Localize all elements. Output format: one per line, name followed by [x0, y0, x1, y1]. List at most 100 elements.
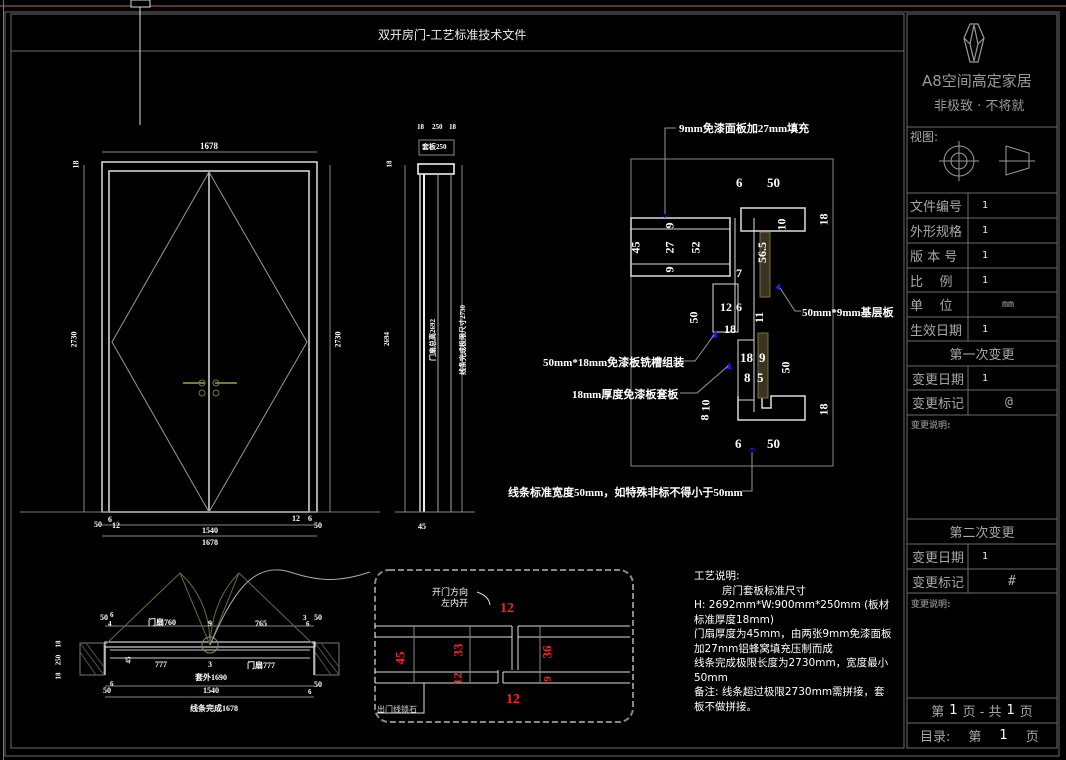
dim-plan-tl-4: 4 — [108, 620, 112, 628]
callout-groove-assembly: 50mm*18mm免漆板铣槽组装 — [543, 357, 685, 369]
dim-plan-tl-6: 6 — [110, 611, 114, 619]
change2-mark-label: 变更标记 — [912, 575, 965, 591]
change1-note-label: 变更说明: — [911, 421, 951, 431]
dim-profile-50-top: 50 — [767, 175, 780, 190]
dim-plan-tr-50: 50 — [314, 613, 322, 622]
dim-profile-lower-50: 50 — [778, 361, 793, 374]
change2-date-value[interactable]: 1 — [982, 551, 989, 562]
dim-profile-lower-8b: 8 — [697, 414, 712, 421]
dim-front-bottom-left-6: 6 — [108, 515, 112, 524]
toc-page: 1 — [999, 728, 1008, 743]
dim-plan-br-50: 50 — [314, 680, 322, 689]
dim-profile-lower-8: 8 — [744, 370, 751, 385]
callout-face-panel: 9mm免漆面板加27mm填充 — [679, 123, 810, 135]
dim-side-left-small: 18 — [385, 160, 394, 168]
front-elevation — [20, 151, 380, 537]
plan-section — [79, 625, 340, 698]
dim-front-width-top: 1678 — [200, 141, 218, 151]
change2-header: 第二次变更 — [949, 526, 1015, 541]
side-line-limit-label: 线条完成极限尺寸2730 — [459, 305, 467, 375]
field-label-scale: 比 例 — [910, 274, 953, 290]
field-value-file-no[interactable]: 1 — [982, 200, 989, 211]
field-value-unit[interactable]: mm — [1002, 299, 1015, 310]
red-dim-36: 36 — [539, 645, 555, 659]
title-block-frame — [906, 13, 1058, 749]
dim-profile-50-left: 50 — [686, 311, 701, 324]
red-dim-45: 45 — [392, 651, 408, 665]
drawing-frame — [10, 13, 905, 749]
callout-base-board: 50mm*9mm基层板 — [802, 307, 894, 319]
dim-plan-leaf-right-top: 765 — [255, 619, 267, 628]
brand-name: A8空间高定家居 — [922, 72, 1032, 90]
dim-profile-11: 11 — [752, 311, 767, 324]
toc-row: 目录: 第 1 页 — [920, 723, 1039, 748]
dim-profile-9-a: 9 — [662, 222, 677, 229]
notes-line-3: 线条完成极限长度为2730mm，宽度最小50mm — [694, 657, 889, 684]
dim-plan-left-18-top: 18 — [54, 640, 63, 648]
field-value-effective-date[interactable]: 1 — [982, 323, 989, 335]
field-label-file-no: 文件编号 — [910, 200, 963, 215]
callout-line-width: 线条标准宽度50mm，如特殊非标不得小于50mm — [508, 487, 743, 499]
dim-profile-27: 27 — [662, 241, 677, 254]
red-dim-12-bottom: 12 — [506, 692, 520, 707]
toc-suffix: 页 — [1025, 730, 1039, 745]
page-prefix: 第 — [931, 705, 945, 720]
change1-date-value[interactable]: 1 — [982, 372, 989, 384]
truncated-cone-icon — [999, 145, 1035, 176]
change2-note-label: 变更说明: — [911, 600, 951, 610]
dim-side-height: 2694 — [383, 332, 391, 346]
process-notes: 工艺说明: 房门套板标准尺寸 H: 2692mm*W:900mm*250mm (… — [694, 569, 894, 714]
page-mid: 页 - 共 — [962, 705, 1002, 720]
dim-front-top-gap: 18 — [71, 160, 81, 169]
notes-line-4: 备注: 线条超过极限2730mm需拼接，套板不做拼接。 — [694, 686, 885, 713]
dim-plan-depth: 45 — [124, 656, 133, 664]
dim-profile-bottom-6: 6 — [735, 436, 742, 451]
dim-profile-18-top: 18 — [816, 213, 831, 226]
red-dim-9: 9 — [541, 676, 554, 682]
notes-subheading: 房门套板标准尺寸 — [722, 584, 806, 597]
side-section — [395, 139, 475, 513]
dim-side-top-right: 18 — [449, 123, 456, 131]
notes-heading: 工艺说明: — [694, 570, 740, 582]
plan-leaf-left-label: 门扇760 — [148, 618, 176, 627]
page-suffix: 页 — [1019, 705, 1033, 720]
toc-label: 目录: — [920, 730, 951, 745]
dim-front-height-right: 2730 — [333, 331, 343, 348]
dim-profile-10: 10 — [774, 218, 789, 231]
cursor-trail — [209, 569, 371, 646]
field-value-version[interactable]: 1 — [982, 250, 989, 261]
callout-jamb-board: 18mm厚度免漆板套板 — [572, 389, 679, 401]
change1-mark-value[interactable]: @ — [1005, 395, 1013, 410]
side-cover-label: 套板250 — [422, 143, 447, 151]
dim-profile-52: 52 — [688, 241, 703, 254]
plan-outer-label: 套外1690 — [195, 673, 227, 682]
field-value-scale[interactable]: 1 — [982, 274, 989, 286]
dim-plan-tr-3: 3 — [303, 614, 307, 622]
dim-side-top-mid: 250 — [432, 123, 443, 131]
dim-profile-7: 7 — [736, 266, 742, 280]
notes-line-2: 门扇厚度为45mm，由两张9mm免漆面板加27mm铝蜂窝填充压制而成 — [694, 628, 892, 655]
change1-date-label: 变更日期 — [912, 372, 965, 388]
dim-profile-56-5: 56.5 — [755, 242, 769, 263]
profile-detail — [630, 158, 834, 467]
dim-profile-18-mid: 18 — [724, 322, 736, 336]
dim-profile-45: 45 — [628, 241, 643, 254]
change2-mark-value[interactable]: # — [1008, 573, 1016, 589]
side-door-height-label: 门扇总高2692 — [429, 319, 437, 361]
field-value-spec[interactable]: 1 — [982, 225, 989, 236]
dim-profile-lower-9: 9 — [759, 350, 766, 365]
dim-profile-lower-18: 18 — [740, 350, 753, 365]
door-direction-label: 开门方向 — [432, 588, 469, 598]
lock-detail — [374, 569, 634, 723]
dim-profile-lower-5: 5 — [757, 370, 764, 385]
dim-front-width-bottom: 1678 — [202, 538, 218, 547]
dim-profile-6-mid: 6 — [736, 300, 742, 314]
leader-lines — [664, 127, 801, 492]
door-swing-arcs — [104, 572, 315, 654]
brand-slogan: 非极致 · 不将就 — [934, 99, 1025, 114]
dim-side-bottom: 45 — [418, 522, 426, 531]
dim-profile-bottom-50: 50 — [767, 436, 780, 451]
dim-profile-12: 12 — [720, 300, 732, 314]
brand-logo-icon — [963, 23, 985, 63]
